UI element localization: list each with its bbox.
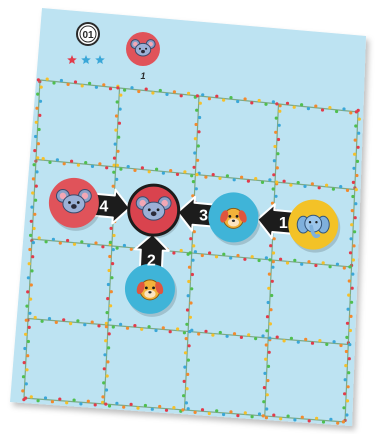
move-step-number: 4 [99, 199, 108, 216]
goal-count: 1 [140, 71, 145, 81]
move-step-number: 1 [279, 215, 288, 232]
puzzle-number-badge: 01 [77, 23, 99, 45]
piece-koala [129, 185, 181, 238]
move-step-number: 3 [199, 208, 208, 225]
move-step-number: 2 [147, 252, 156, 269]
elephant-icon [297, 215, 329, 236]
puzzle-number: 01 [82, 30, 94, 41]
